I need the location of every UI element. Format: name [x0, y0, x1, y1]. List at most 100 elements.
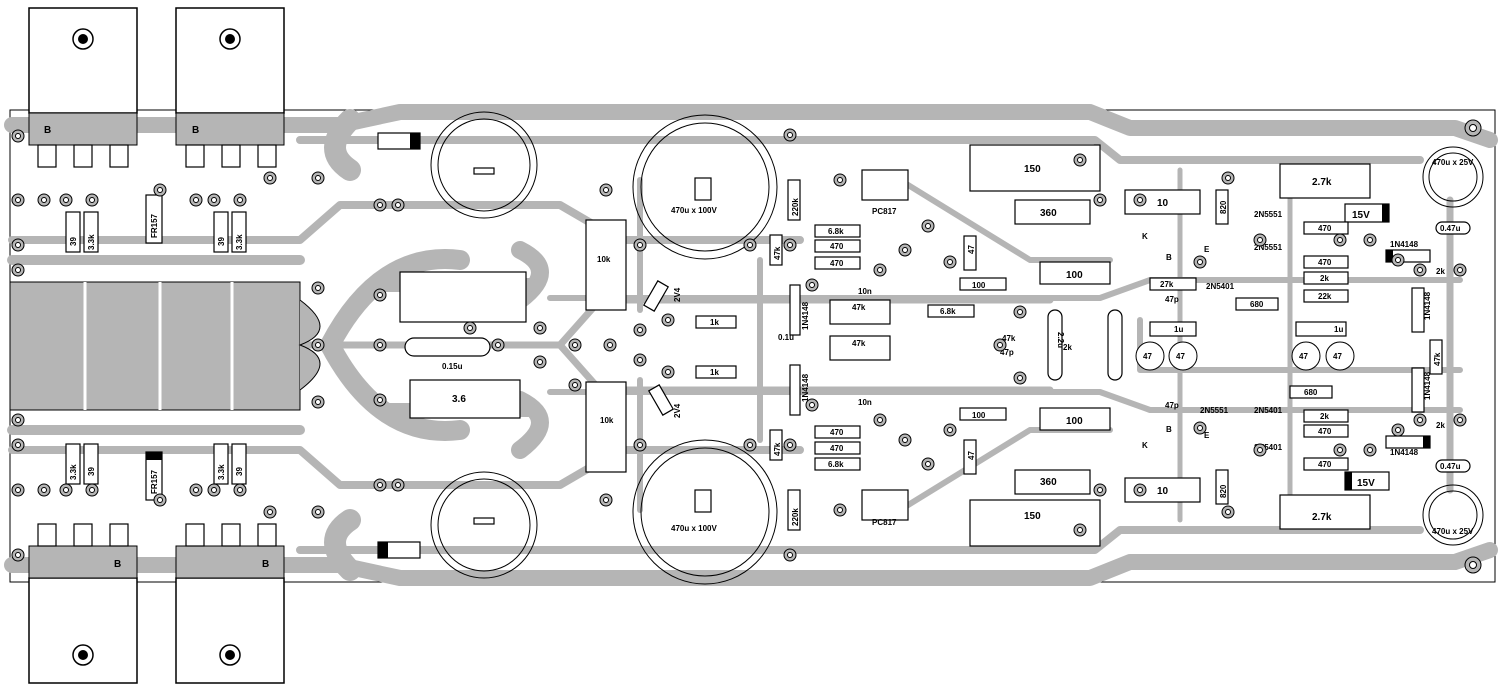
drill-hole — [1137, 487, 1143, 493]
drill-hole — [315, 509, 321, 515]
drill-hole — [1225, 175, 1231, 181]
drill-hole — [603, 497, 609, 503]
cap-label: 47p — [1165, 401, 1179, 410]
drill-hole — [1257, 237, 1263, 243]
res-label: 100 — [1066, 416, 1083, 427]
res-label: 2k — [1436, 267, 1445, 276]
drill-hole — [1197, 259, 1203, 265]
emitter-resistors-bottom: 3.3k 39 FR157 3.3k 39 — [65, 443, 247, 501]
res-label: 2k — [1436, 421, 1445, 430]
drill-hole — [41, 487, 47, 493]
drill-hole — [1395, 257, 1401, 263]
drill-hole — [1417, 267, 1423, 273]
cap-label: 470u x 100V — [671, 524, 717, 533]
cap-label: 47 — [1143, 352, 1152, 361]
drill-hole — [1137, 197, 1143, 203]
res-label: 22k — [1318, 292, 1332, 301]
pin-label: B — [1166, 253, 1172, 262]
drill-hole — [902, 437, 908, 443]
cap-label: 47 — [1176, 352, 1185, 361]
drill-hole — [377, 397, 383, 403]
drill-hole — [15, 417, 21, 423]
drill-hole — [925, 461, 931, 467]
diode-label: FR157 — [150, 469, 159, 494]
drill-hole — [1457, 417, 1463, 423]
zener-label: 15V — [1352, 210, 1370, 221]
regulator-section: 2.7k 2.7k 15V 15V 470 470 2k 22k 2k 470 … — [1279, 146, 1484, 546]
res-label: 47k — [852, 303, 866, 312]
res-label: 680 — [1304, 388, 1318, 397]
drill-hole — [315, 399, 321, 405]
res-label: 10 — [1157, 486, 1169, 497]
res-label: 6.8k — [828, 227, 844, 236]
cap-label: 0.1u — [778, 333, 794, 342]
res-label: 27k — [1160, 280, 1174, 289]
drill-hole — [1017, 375, 1023, 381]
diode-label: 1N4148 — [1390, 448, 1419, 457]
power-transistor-top-2: B — [175, 7, 285, 168]
drill-hole — [15, 197, 21, 203]
drill-hole — [537, 359, 543, 365]
pin-label: E — [1204, 431, 1210, 440]
drill-hole — [377, 292, 383, 298]
res-label: 3.6 — [452, 394, 466, 405]
drill-hole — [1417, 417, 1423, 423]
drill-hole — [211, 197, 217, 203]
cap-label: 2.2u — [1056, 332, 1065, 348]
pin-label: K — [1142, 232, 1148, 241]
diode-label: FR157 — [150, 213, 159, 238]
transistor-tab-label: B — [262, 559, 269, 570]
res-label: 360 — [1040, 208, 1057, 219]
drill-hole — [1367, 447, 1373, 453]
res-label: 470 — [830, 444, 844, 453]
res-label: 220k — [791, 198, 800, 216]
res-label: 470 — [830, 259, 844, 268]
drill-hole — [89, 487, 95, 493]
drill-hole — [15, 242, 21, 248]
cap-label: 47 — [1299, 352, 1308, 361]
heatsink-pour — [9, 281, 301, 411]
res-label: 2k — [1063, 343, 1072, 352]
drill-hole — [787, 552, 793, 558]
drill-hole — [902, 247, 908, 253]
transistor-label: 2N5401 — [1206, 282, 1235, 291]
drill-hole — [925, 223, 931, 229]
drill-hole — [1225, 509, 1231, 515]
drill-hole — [15, 133, 21, 139]
transistor-label: 2N5551 — [1254, 210, 1283, 219]
cap-label: 0.47u — [1440, 462, 1461, 471]
drill-hole — [193, 197, 199, 203]
power-transistor-bottom-2: B — [175, 523, 285, 684]
drill-hole — [15, 442, 21, 448]
zener-label: 2V4 — [673, 287, 682, 302]
drill-hole — [665, 369, 671, 375]
drill-hole — [395, 482, 401, 488]
drill-hole — [787, 242, 793, 248]
drill-hole — [193, 487, 199, 493]
res-label: 470 — [1318, 427, 1332, 436]
res-label: 47 — [967, 245, 976, 254]
drill-hole — [237, 197, 243, 203]
drill-hole — [572, 342, 578, 348]
drill-hole — [877, 417, 883, 423]
drill-hole — [747, 442, 753, 448]
power-transistor-bottom-1: B — [28, 523, 138, 684]
drill-hole — [1337, 237, 1343, 243]
diode-label: 1N4148 — [1423, 291, 1432, 320]
pin-label: K — [1142, 441, 1148, 450]
res-label: 47k — [1433, 352, 1442, 366]
res-label: 100 — [1066, 270, 1083, 281]
cap-label: 10n — [858, 398, 872, 407]
res-label: 360 — [1040, 477, 1057, 488]
res-label: 39 — [217, 237, 226, 246]
res-label: 100 — [972, 281, 986, 290]
cap-label: 47p — [1000, 348, 1014, 357]
cap-label: 470u x 100V — [671, 206, 717, 215]
res-label: 1k — [710, 318, 719, 327]
drill-hole — [787, 442, 793, 448]
transistor-label: 2N5551 — [1254, 243, 1283, 252]
res-label: 6.8k — [940, 307, 956, 316]
drill-hole — [267, 175, 273, 181]
res-label: 820 — [1219, 200, 1228, 214]
res-label: 47k — [1002, 334, 1016, 343]
